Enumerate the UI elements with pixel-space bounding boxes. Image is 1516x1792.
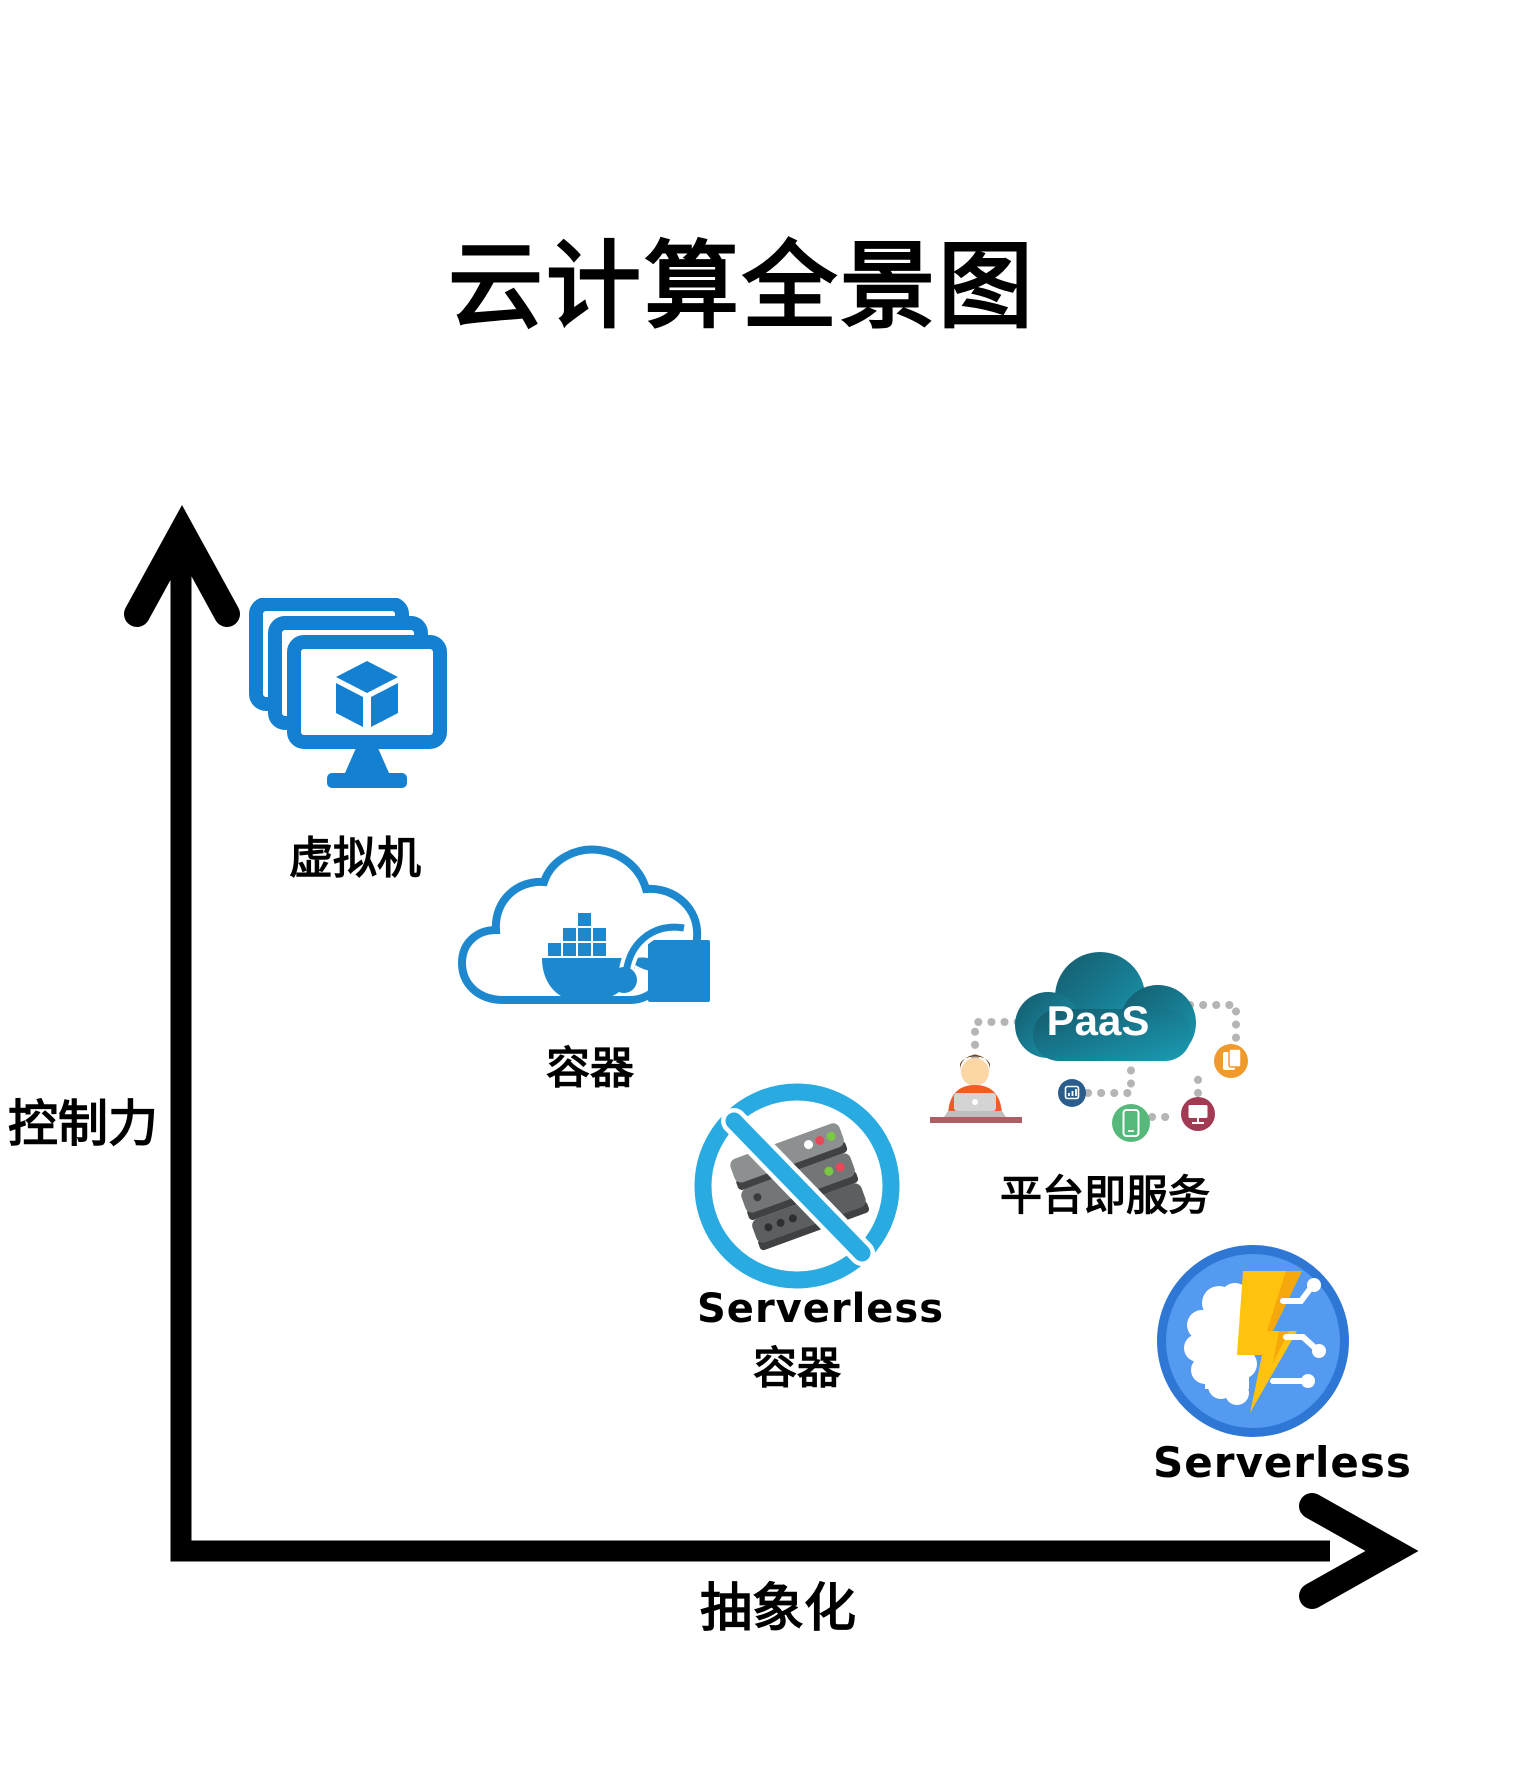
virtual-machine-icon bbox=[249, 598, 447, 788]
circuit-lines-icon bbox=[1270, 1286, 1317, 1384]
container-label: 容器 bbox=[546, 1043, 634, 1094]
axis-lines bbox=[170, 548, 1330, 1562]
vm-label: 虚拟机 bbox=[289, 833, 421, 884]
serverless-container-label-en: Serverless bbox=[697, 1286, 945, 1332]
circuit-nodes bbox=[1301, 1278, 1326, 1388]
serverless-icon bbox=[1157, 1245, 1349, 1437]
y-axis-arrow-icon bbox=[124, 504, 240, 627]
developer-icon bbox=[930, 1055, 1022, 1123]
monitor-circle-icon bbox=[1181, 1097, 1215, 1131]
y-axis-label: 控制力 bbox=[8, 1095, 158, 1153]
no-server-icon bbox=[694, 1083, 900, 1289]
x-axis-label: 抽象化 bbox=[700, 1579, 857, 1639]
cube-icon bbox=[336, 661, 398, 727]
serverless-container-label-zh: 容器 bbox=[753, 1343, 841, 1394]
analytics-circle-icon bbox=[1058, 1079, 1086, 1107]
lightning-bolt-shade bbox=[1267, 1271, 1302, 1363]
container-docker-icon bbox=[457, 845, 710, 1004]
lightning-bolt-icon bbox=[1237, 1271, 1302, 1413]
serverless-label: Serverless bbox=[1153, 1438, 1412, 1487]
paas-cloud-text: PaaS bbox=[1047, 997, 1150, 1044]
puzzle-piece-icon bbox=[611, 919, 710, 1002]
x-axis-arrow-icon bbox=[1299, 1493, 1419, 1609]
paas-illustration: PaaS bbox=[930, 952, 1248, 1142]
paas-cloud-icon bbox=[1015, 952, 1196, 1061]
dotted-connectors bbox=[971, 1001, 1240, 1121]
paas-label: 平台即服务 bbox=[1000, 1171, 1211, 1220]
prohibition-slash-icon bbox=[725, 1112, 871, 1262]
mobile-circle-icon bbox=[1112, 1104, 1150, 1142]
documents-circle-icon bbox=[1214, 1044, 1248, 1078]
page-title: 云计算全景图 bbox=[448, 232, 1037, 342]
